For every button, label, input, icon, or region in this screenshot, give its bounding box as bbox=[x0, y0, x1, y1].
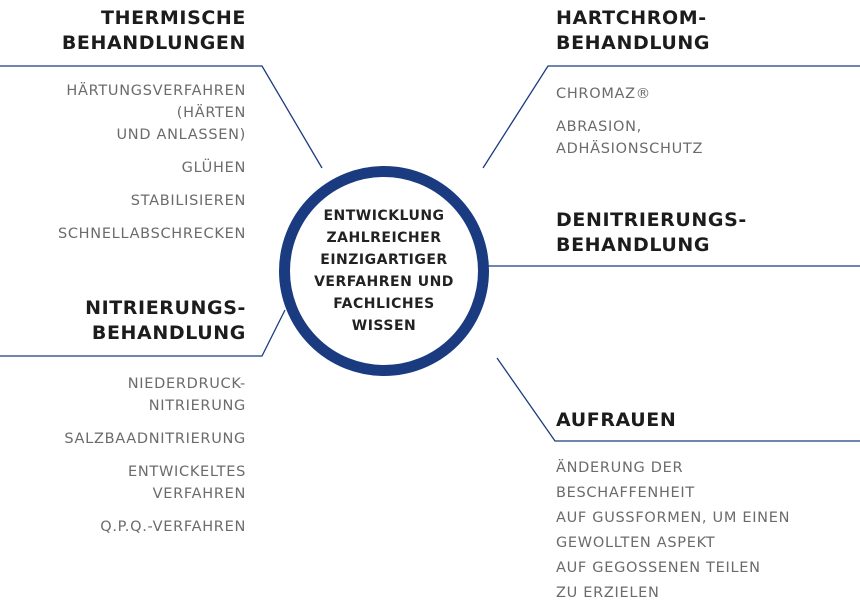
list-item-line: SALZBAADNITRIERUNG bbox=[64, 431, 246, 447]
list-item-line: ZU ERZIELEN bbox=[556, 585, 660, 601]
center-text-line: ZAHLREICHER bbox=[326, 230, 442, 246]
list-item: CHROMAZ® bbox=[556, 83, 703, 105]
list-item: NIEDERDRUCK- NITRIERUNG bbox=[64, 373, 246, 417]
title-thermische-behandlungen: THERMISCHE BEHANDLUNGEN bbox=[62, 6, 246, 56]
list-item-line: UND ANLASSEN) bbox=[116, 127, 246, 143]
list-item-line: STABILISIEREN bbox=[130, 193, 246, 209]
title-line: BEHANDLUNG bbox=[91, 322, 246, 344]
list-item-line: NITRIERUNG bbox=[148, 398, 246, 414]
list-item-line: HÄRTUNGSVERFAHREN bbox=[66, 83, 246, 99]
center-text-line: EINZIGARTIGER bbox=[320, 252, 448, 268]
list-item-line: (HÄRTEN bbox=[176, 105, 246, 121]
list-nitrierung: NIEDERDRUCK- NITRIERUNG SALZBAADNITRIERU… bbox=[64, 373, 246, 549]
list-item: ABRASION, ADHÄSIONSCHUTZ bbox=[556, 116, 703, 160]
list-item: SALZBAADNITRIERUNG bbox=[64, 428, 246, 450]
title-line: BEHANDLUNG bbox=[556, 32, 711, 54]
list-item-line: GEWOLLTEN ASPEKT bbox=[556, 535, 716, 551]
connector-aufrauen bbox=[496, 357, 860, 442]
center-text-line: FACHLICHES bbox=[333, 296, 435, 312]
connector-nitrierung bbox=[0, 309, 286, 357]
list-item-line: GLÜHEN bbox=[181, 160, 246, 176]
list-item-line: CHROMAZ® bbox=[556, 86, 651, 102]
center-circle: ENTWICKLUNG ZAHLREICHER EINZIGARTIGER VE… bbox=[279, 166, 489, 376]
center-text-line: ENTWICKLUNG bbox=[323, 208, 445, 224]
list-hartchrom: CHROMAZ® ABRASION, ADHÄSIONSCHUTZ bbox=[556, 83, 703, 171]
list-item-line: Q.P.Q.-VERFAHREN bbox=[100, 519, 246, 535]
list-item: ÄNDERUNG DER BESCHAFFENHEIT AUF GUSSFORM… bbox=[556, 456, 790, 606]
title-line: AUFRAUEN bbox=[556, 409, 677, 431]
connector-thermische bbox=[0, 65, 323, 169]
list-item-line: VERFAHREN bbox=[152, 486, 246, 502]
list-item-line: ADHÄSIONSCHUTZ bbox=[556, 141, 704, 157]
title-aufrauen: AUFRAUEN bbox=[556, 408, 676, 433]
list-item: SCHNELLABSCHRECKEN bbox=[58, 223, 246, 245]
title-line: THERMISCHE bbox=[101, 7, 246, 29]
list-item-line: SCHNELLABSCHRECKEN bbox=[57, 226, 246, 242]
title-line: BEHANDLUNGEN bbox=[61, 32, 246, 54]
list-thermische: HÄRTUNGSVERFAHREN (HÄRTEN UND ANLASSEN) … bbox=[58, 80, 246, 256]
title-nitrierungsbehandlung: NITRIERUNGS- BEHANDLUNG bbox=[85, 296, 246, 346]
list-item-line: ENTWICKELTES bbox=[128, 464, 246, 480]
list-item-line: ÄNDERUNG DER bbox=[556, 460, 684, 476]
list-item-line: ABRASION, bbox=[556, 119, 642, 135]
center-text-line: VERFAHREN UND bbox=[314, 274, 454, 290]
title-line: NITRIERUNGS- bbox=[85, 297, 246, 319]
list-item: ENTWICKELTES VERFAHREN bbox=[64, 461, 246, 505]
title-line: BEHANDLUNG bbox=[556, 234, 711, 256]
title-line: DENITRIERUNGS- bbox=[556, 209, 747, 231]
title-line: HARTCHROM- bbox=[556, 7, 707, 29]
list-item: STABILISIEREN bbox=[58, 190, 246, 212]
connector-hartchrom bbox=[482, 65, 860, 169]
list-item: Q.P.Q.-VERFAHREN bbox=[64, 516, 246, 538]
center-text-line: WISSEN bbox=[351, 318, 417, 334]
list-item-line: AUF GEGOSSENEN TEILEN bbox=[556, 560, 761, 576]
title-denitrierungsbehandlung: DENITRIERUNGS- BEHANDLUNG bbox=[556, 208, 747, 258]
list-item-line: BESCHAFFENHEIT bbox=[556, 485, 695, 501]
list-item-line: NIEDERDRUCK- bbox=[127, 376, 246, 392]
title-hartchrombehandlung: HARTCHROM- BEHANDLUNG bbox=[556, 6, 710, 56]
center-text: ENTWICKLUNG ZAHLREICHER EINZIGARTIGER VE… bbox=[299, 205, 469, 337]
list-item: GLÜHEN bbox=[58, 157, 246, 179]
list-item-line: AUF GUSSFORMEN, UM EINEN bbox=[556, 510, 791, 526]
list-aufrauen: ÄNDERUNG DER BESCHAFFENHEIT AUF GUSSFORM… bbox=[556, 456, 790, 606]
list-item: HÄRTUNGSVERFAHREN (HÄRTEN UND ANLASSEN) bbox=[58, 80, 246, 146]
